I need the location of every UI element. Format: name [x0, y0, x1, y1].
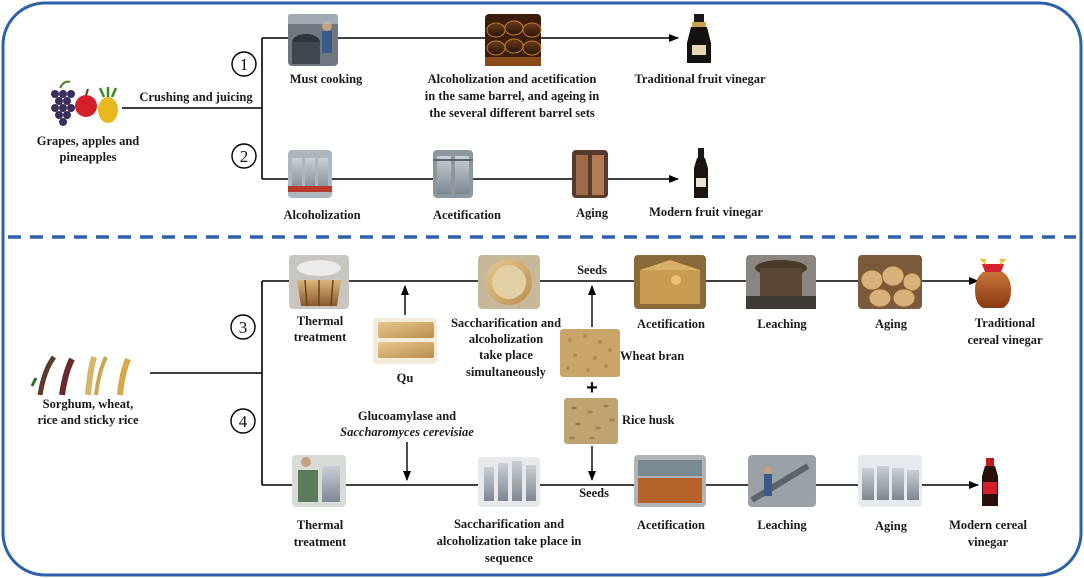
thermal-bottom-label-1: Thermal — [297, 518, 344, 532]
leaching-top-label: Leaching — [757, 317, 807, 331]
acetification-label-fruit: Acetification — [433, 208, 501, 222]
saccharification-photo-bottom — [478, 457, 540, 507]
aging-bottom-label: Aging — [875, 519, 908, 533]
modern-fruit-vinegar-bottle — [694, 148, 708, 198]
fruit-section: Grapes, apples and pineapples Crushing a… — [37, 14, 766, 222]
sacch-bottom-label-1: Saccharification and — [454, 517, 564, 531]
qu-label: Qu — [397, 371, 414, 385]
aging-top-label: Aging — [875, 317, 908, 331]
thermal-treatment-photo-top — [289, 255, 349, 309]
barrels-photo — [485, 14, 542, 66]
barrel-label-2: in the same barrel, and ageing in — [425, 89, 599, 103]
traditional-cereal-vinegar-jar — [975, 259, 1011, 308]
seeds-top-label: Seeds — [577, 263, 607, 277]
qu-photo — [373, 318, 437, 364]
fruit-source-label-1: Grapes, apples and — [37, 134, 140, 148]
aging-label-fruit: Aging — [576, 206, 609, 220]
cereal-section: Sorghum, wheat, rice and sticky rice 3 4… — [30, 255, 1043, 565]
traditional-cereal-label-2: cereal vinegar — [967, 333, 1043, 347]
route4-badge — [230, 408, 256, 434]
modern-fruit-label: Modern fruit vinegar — [649, 205, 763, 219]
acetification-bottom-label: Acetification — [637, 518, 705, 532]
route4-number: 4 — [239, 412, 248, 431]
rice-husk-photo — [564, 398, 618, 444]
thermal-top-label-1: Thermal — [297, 314, 344, 328]
route3-badge — [230, 314, 256, 340]
traditional-cereal-label-1: Traditional — [975, 316, 1036, 330]
acetification-photo-top — [634, 255, 706, 309]
modern-cereal-label-1: Modern cereal — [949, 518, 1027, 532]
cereal-source-label-1: Sorghum, wheat, — [43, 397, 134, 411]
modern-cereal-label-2: vinegar — [968, 535, 1009, 549]
crushing-label: Crushing and juicing — [139, 90, 253, 104]
seeds-bottom-label: Seeds — [579, 486, 609, 500]
sacch-top-label-1: Saccharification and — [451, 316, 561, 330]
alcoholization-label: Alcoholization — [283, 208, 360, 222]
sacch-bottom-label-2: alcoholization take place in — [437, 534, 582, 548]
modern-cereal-vinegar-bottle — [982, 458, 998, 506]
thermal-bottom-label-2: treatment — [294, 535, 347, 549]
thermal-treatment-photo-bottom — [292, 455, 346, 507]
plus-sign: + — [586, 377, 598, 399]
aging-photo-top — [858, 255, 922, 309]
route1-badge — [231, 51, 257, 77]
alcoholization-photo — [288, 150, 332, 198]
wheat-bran-label: Wheat bran — [620, 349, 684, 363]
barrel-label-3: the several different barrel sets — [429, 106, 595, 120]
sacch-top-label-3: take place — [479, 348, 533, 362]
leaching-photo-bottom — [748, 455, 816, 507]
route3-number: 3 — [239, 318, 248, 337]
sacch-top-label-2: alcoholization — [469, 332, 543, 346]
cereal-source-label-2: rice and sticky rice — [37, 413, 138, 427]
leaching-photo-top — [746, 255, 816, 309]
must-cooking-photo — [288, 14, 338, 66]
acetification-photo-fruit — [433, 150, 473, 198]
sacch-bottom-label-3: sequence — [485, 551, 533, 565]
saccharification-photo-top — [478, 255, 540, 309]
grains-icon — [30, 355, 131, 396]
acetification-top-label: Acetification — [637, 317, 705, 331]
fruit-source-label-2: pineapples — [60, 150, 117, 164]
leaching-bottom-label: Leaching — [757, 518, 807, 532]
route2-badge — [231, 143, 257, 169]
route2-number: 2 — [240, 147, 249, 166]
glucoamylase-label: Glucoamylase and — [358, 409, 456, 423]
acetification-photo-bottom — [634, 455, 706, 507]
wheat-bran-photo — [560, 329, 620, 377]
traditional-fruit-label: Traditional fruit vinegar — [634, 72, 765, 86]
thermal-top-label-2: treatment — [294, 330, 347, 344]
rice-husk-label: Rice husk — [622, 413, 674, 427]
must-cooking-label: Must cooking — [290, 72, 363, 86]
aging-photo-bottom — [858, 455, 922, 507]
sacch-top-label-4: simultaneously — [466, 365, 547, 379]
fruits-icon — [51, 80, 118, 126]
traditional-fruit-vinegar-bottle — [687, 14, 711, 63]
barrel-label-1: Alcoholization and acetification — [428, 72, 597, 86]
saccharomyces-label: Saccharomyces cerevisiae — [340, 425, 474, 439]
route1-number: 1 — [240, 55, 249, 74]
aging-photo-fruit — [572, 150, 608, 198]
